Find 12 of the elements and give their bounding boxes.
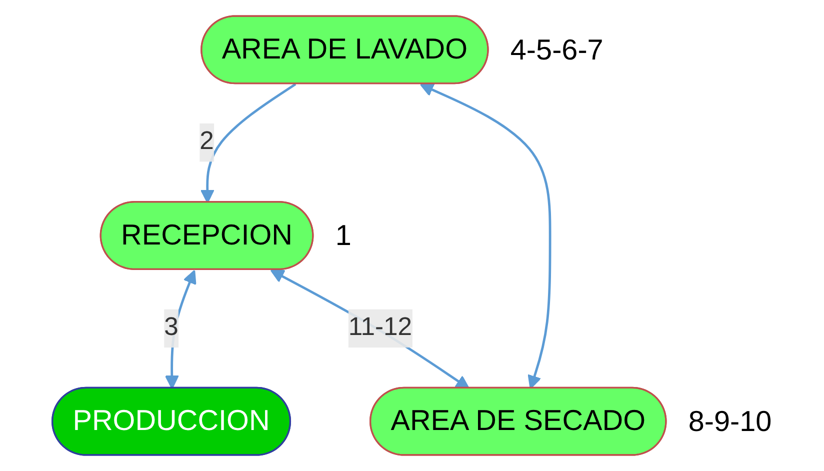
step-numbers: 8-9-10 bbox=[688, 406, 772, 438]
ellipse-node: AREA DE SECADO bbox=[370, 386, 667, 456]
edge-label: 3 bbox=[164, 309, 178, 348]
ellipse-node: AREA DE LAVADO bbox=[200, 15, 489, 84]
edge-label: 2 bbox=[200, 123, 214, 162]
ellipse-node: RECEPCION bbox=[100, 201, 314, 270]
arrow bbox=[200, 83, 296, 204]
edge-label: 11-12 bbox=[348, 309, 412, 348]
step-numbers: 4-5-6-7 bbox=[510, 34, 604, 66]
ellipse-node: PRODUCCION bbox=[52, 386, 292, 456]
step-numbers: 1 bbox=[335, 220, 352, 252]
arrow bbox=[420, 83, 552, 390]
